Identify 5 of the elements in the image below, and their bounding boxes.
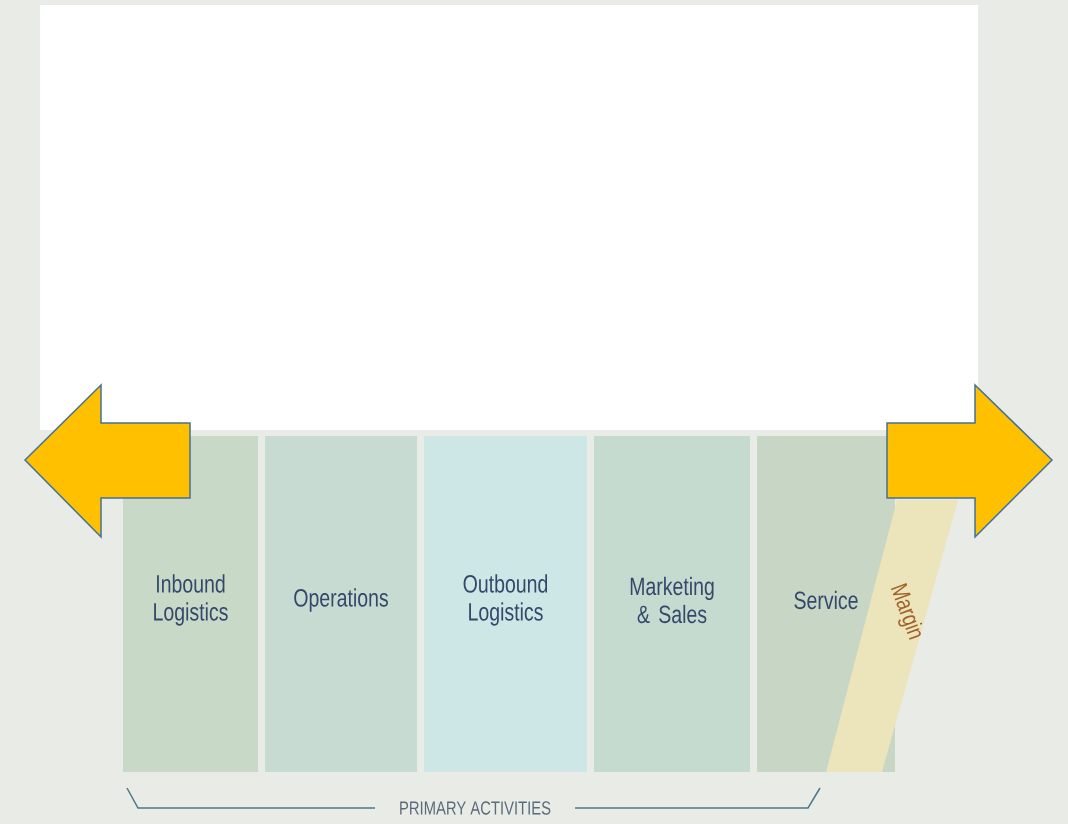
activity-column: Inbound Logistics bbox=[123, 436, 258, 772]
activity-column: Operations bbox=[265, 436, 417, 772]
activity-column: Outbound Logistics bbox=[424, 436, 587, 772]
bracket-label: PRIMARY ACTIVITIES bbox=[400, 801, 551, 815]
activity-column: Marketing & Sales bbox=[594, 436, 750, 772]
